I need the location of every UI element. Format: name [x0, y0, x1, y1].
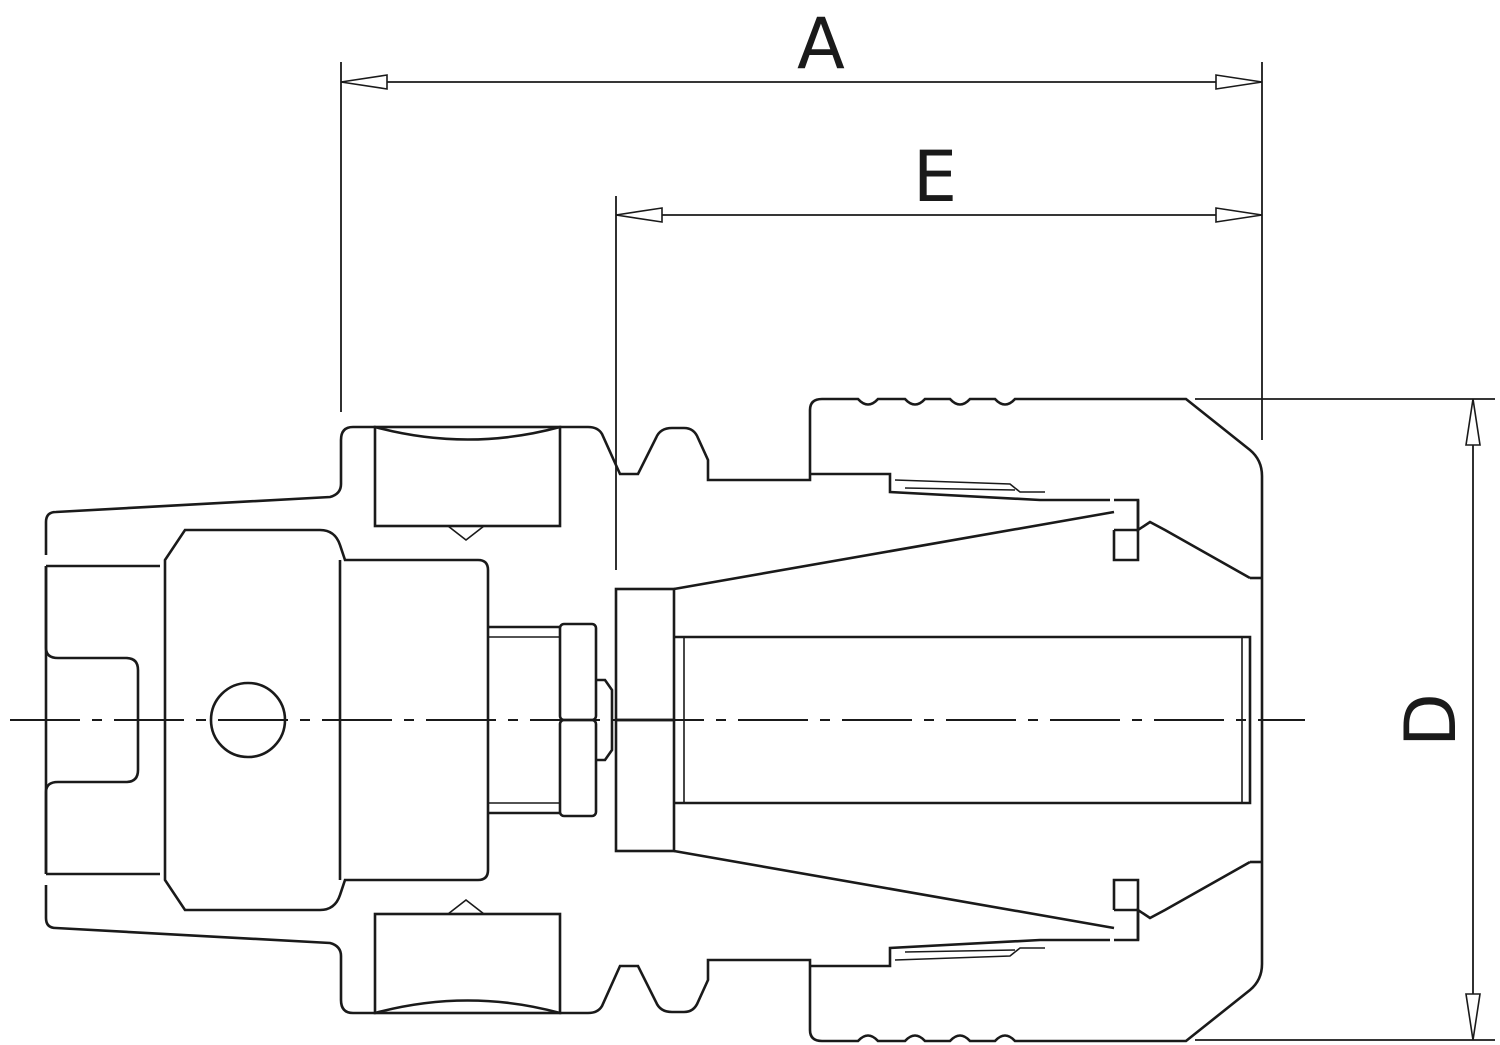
clamping-pocket: [373, 425, 562, 528]
dimension-a: A: [340, 3, 1263, 440]
arrowhead-d-bottom: [1465, 993, 1481, 1041]
arrowhead-e-right: [1215, 207, 1263, 223]
dimension-d: D: [1195, 398, 1495, 1041]
inner-cavity: [163, 528, 490, 720]
dimension-label-e: E: [913, 136, 957, 218]
clamping-nut: [800, 397, 1264, 720]
dimension-e: E: [615, 136, 1263, 570]
coolant-tube-tip: [596, 678, 614, 720]
coolant-tube-nut: [558, 622, 598, 722]
collet-stop-ring: [614, 587, 676, 722]
pocket-drill-point: [447, 525, 485, 542]
dimension-label-a: A: [797, 3, 845, 85]
dimension-label-d: D: [1390, 693, 1472, 747]
nut-thread: [894, 479, 1045, 493]
collet-groove: [1112, 498, 1140, 562]
arrowhead-a-right: [1215, 74, 1263, 90]
arrowhead-d-top: [1465, 398, 1481, 446]
nut-inner-profile: [810, 472, 1251, 580]
collet-taper: [673, 510, 1115, 591]
collet-bore: [674, 635, 1252, 720]
arrowhead-a-left: [340, 74, 388, 90]
shank-flange-outline: [44, 425, 800, 555]
holder-upper-half: [44, 397, 1264, 722]
drive-slot: [44, 566, 140, 720]
cross-hole: [209, 681, 287, 759]
arrowhead-e-left: [615, 207, 663, 223]
holder-lower-half: [44, 718, 1264, 1043]
